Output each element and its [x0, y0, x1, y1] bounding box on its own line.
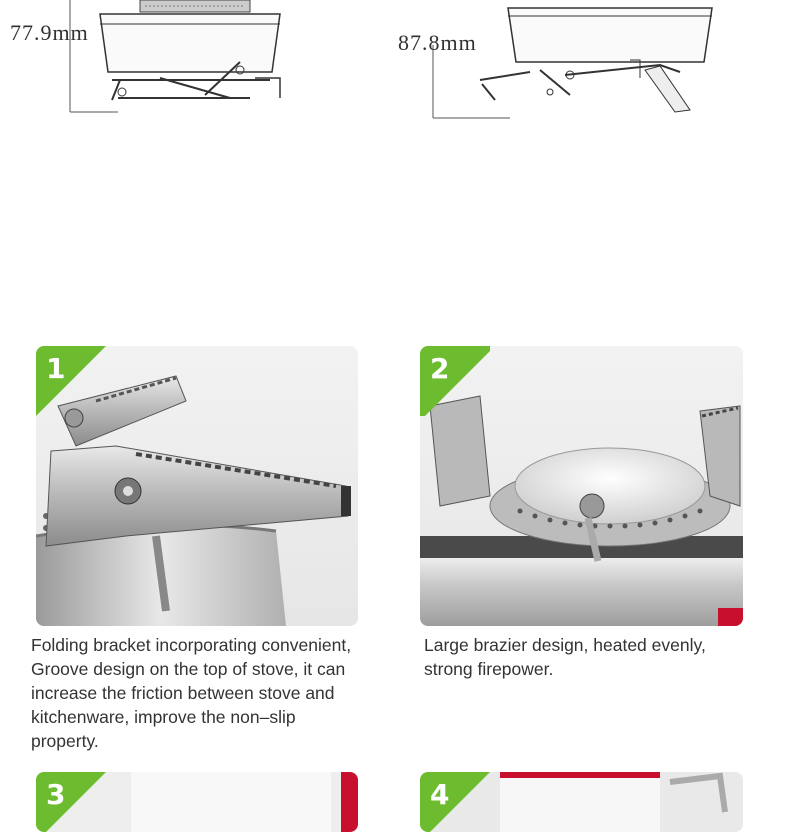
stove-drawing-left — [0, 0, 320, 130]
caption-line: Folding bracket incorporating convenient… — [31, 635, 352, 655]
caption-line: strong firepower. — [424, 659, 554, 679]
step-badge-2 — [420, 346, 490, 416]
caption-line: Large brazier design, heated evenly, — [424, 635, 706, 655]
folding-bracket-photo — [36, 375, 351, 626]
feature-card-large-brazier: 2 — [420, 346, 743, 626]
step-badge-1 — [36, 346, 106, 416]
step-number-2: 2 — [430, 352, 450, 385]
dimension-label-left: 77.9mm — [10, 20, 89, 45]
step-number-4: 4 — [430, 778, 450, 811]
caption-line: property. — [31, 731, 99, 751]
brazier-photo — [420, 395, 743, 626]
caption-card-1: Folding bracket incorporating convenient… — [31, 633, 391, 753]
feature-card-4: 4 — [420, 772, 743, 832]
step-number-3: 3 — [46, 778, 66, 811]
step-number-1: 1 — [46, 352, 66, 385]
caption-line: Groove design on the top of stove, it ca… — [31, 659, 346, 679]
feature-card-3: 3 — [36, 772, 358, 832]
caption-card-2: Large brazier design, heated evenly, str… — [424, 633, 764, 681]
feature-card-folding-bracket: 1 — [36, 346, 358, 626]
dimension-label-right: 87.8mm — [398, 30, 477, 55]
caption-line: kitchenware, improve the non–slip — [31, 707, 296, 727]
stove-drawing-right — [400, 0, 720, 130]
caption-line: increase the friction between stove and — [31, 683, 335, 703]
